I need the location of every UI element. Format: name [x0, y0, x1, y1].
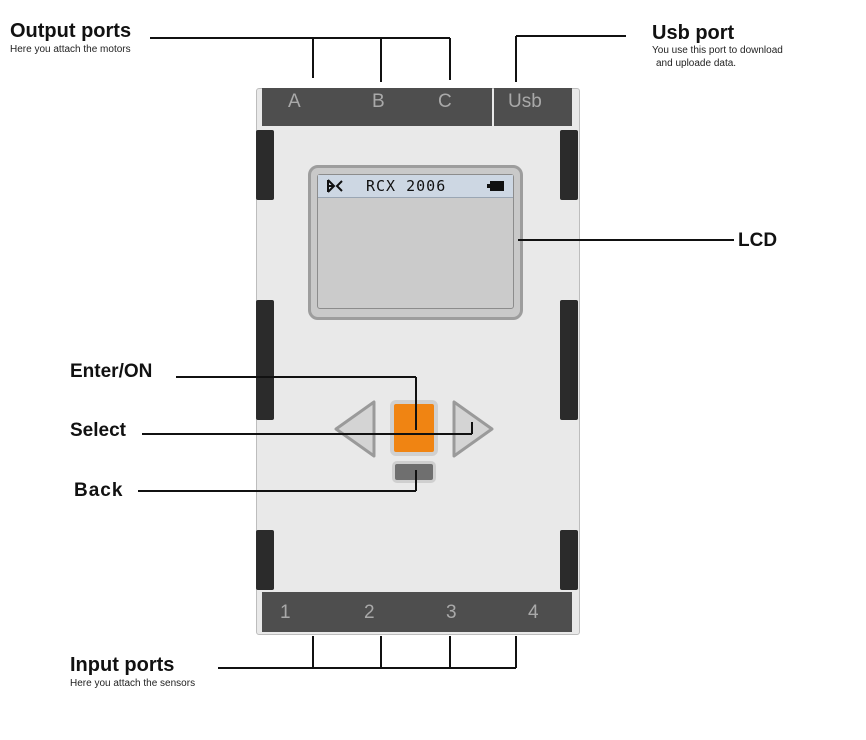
battery-icon [487, 181, 504, 191]
usb-port-description-1: You use this port to download [652, 45, 783, 56]
bluetooth-icon [327, 179, 343, 193]
back-label: Back [74, 480, 124, 501]
lcd-screen-text: RCX 2006 [366, 177, 447, 195]
input-port-strip: 1 2 3 4 [262, 592, 572, 632]
right-grip-bottom [560, 530, 578, 590]
enter-on-button[interactable] [390, 400, 438, 456]
input-ports-title: Input ports [70, 654, 175, 676]
input-port-1[interactable]: 1 [280, 602, 291, 623]
right-grip-middle [560, 300, 578, 420]
lcd-screen: RCX 2006 [317, 174, 514, 309]
usb-port-description-2: and uploade data. [656, 58, 737, 69]
left-grip-top [256, 130, 274, 200]
back-button[interactable] [392, 461, 436, 483]
select-label: Select [70, 420, 126, 441]
input-port-4[interactable]: 4 [528, 602, 539, 623]
left-arrow-button[interactable] [328, 398, 378, 460]
usb-port-strip: Usb [494, 88, 572, 126]
right-grip-top [560, 130, 578, 200]
output-port-strip: A B C [262, 88, 492, 126]
input-ports-description: Here you attach the sensors [70, 678, 196, 689]
lcd-label: LCD [738, 230, 778, 251]
output-ports-description: Here you attach the motors [10, 44, 131, 55]
output-ports-title: Output ports [10, 20, 132, 42]
input-port-3[interactable]: 3 [446, 602, 457, 623]
left-grip-middle [256, 300, 274, 420]
usb-port-title: Usb port [652, 22, 735, 44]
input-port-2[interactable]: 2 [364, 602, 375, 623]
lcd-frame: RCX 2006 [308, 165, 523, 320]
output-port-a[interactable]: A [288, 91, 301, 112]
lcd-status-bar: RCX 2006 [318, 175, 513, 198]
left-grip-bottom [256, 530, 274, 590]
usb-port[interactable]: Usb [508, 91, 542, 112]
enter-on-label: Enter/ON [70, 361, 153, 382]
output-port-c[interactable]: C [438, 91, 452, 112]
output-port-b[interactable]: B [372, 91, 385, 112]
